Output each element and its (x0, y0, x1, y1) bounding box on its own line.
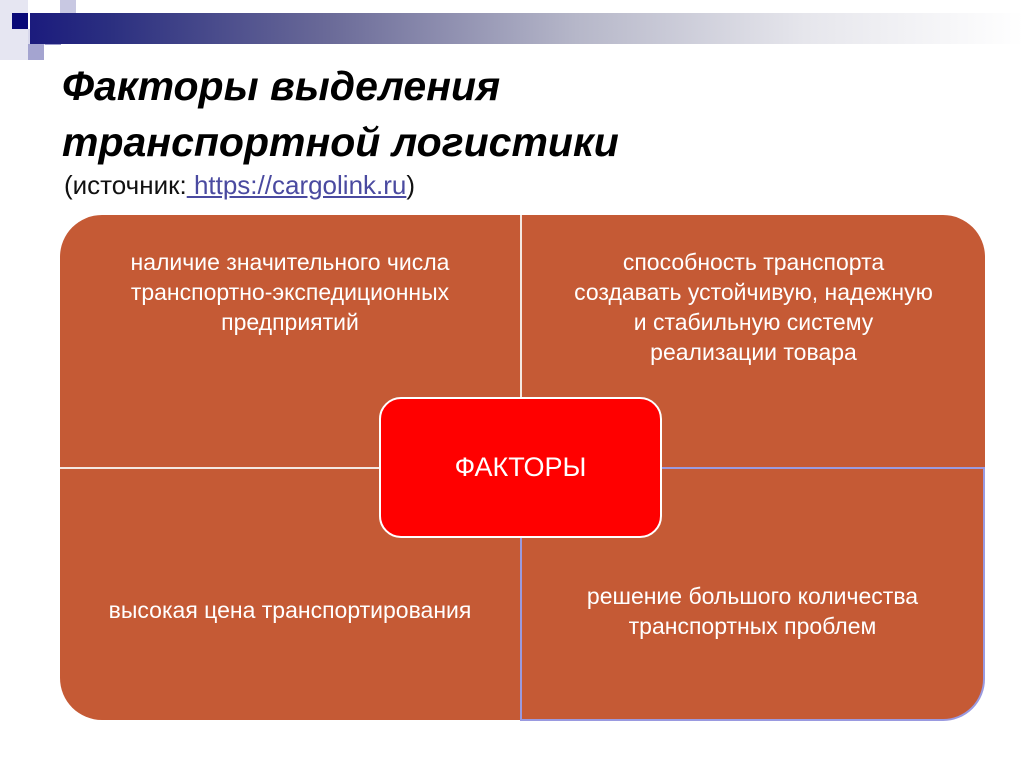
quadrant-text: высокая цена транспортирования (108, 597, 472, 623)
quadrant-top-left: наличие значительного числа транспортно-… (60, 215, 520, 467)
decor-square-light (0, 0, 28, 60)
quadrant-text: способность транспорта создавать устойчи… (574, 249, 933, 365)
source-suffix: ) (406, 170, 416, 200)
header-gradient-bar (30, 13, 1024, 44)
divider-horizontal (60, 467, 520, 469)
center-label: ФАКТОРЫ (454, 452, 587, 482)
title-line-1: Факторы выделения (62, 63, 501, 109)
decor-square-mid (28, 44, 44, 60)
quadrant-text: решение большого количества транспортных… (586, 583, 919, 639)
source-link[interactable]: https://cargolink.ru (186, 170, 407, 200)
source-line: (источник: https://cargolink.ru) (64, 170, 415, 201)
decor-square-navy (12, 13, 28, 29)
slide-title: Факторы выделения транспортной логистики (62, 58, 619, 170)
source-prefix: (источник: (64, 170, 187, 200)
center-factors-box: ФАКТОРЫ (379, 397, 662, 538)
divider-vertical (520, 215, 522, 467)
title-line-2: транспортной логистики (62, 119, 619, 165)
quadrant-text: наличие значительного числа транспортно-… (130, 249, 450, 335)
